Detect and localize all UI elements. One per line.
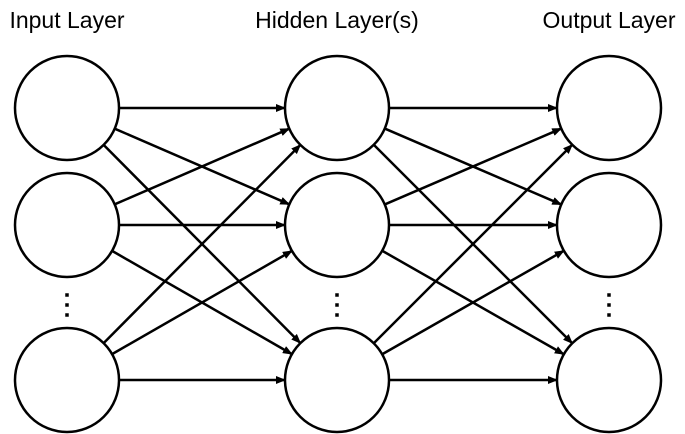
ellipsis-dot — [335, 313, 339, 317]
output-layer-node-1 — [555, 171, 663, 279]
hidden-layer-ellipsis — [335, 293, 339, 317]
input-layer-ellipsis — [65, 293, 69, 317]
ellipsis-dot — [607, 303, 611, 307]
nodes — [13, 54, 663, 434]
ellipsis-dot — [607, 293, 611, 297]
ellipsis-dot — [335, 303, 339, 307]
connections — [102, 104, 574, 384]
input-layer-label: Input Layer — [9, 7, 124, 33]
output-layer-label: Output Layer — [543, 7, 676, 33]
hidden-layer-label: Hidden Layer(s) — [255, 7, 419, 33]
output-layer-node-3 — [555, 326, 663, 434]
output-layer-ellipsis — [607, 293, 611, 317]
hidden-layer-node-1 — [283, 171, 391, 279]
output-layer-node-0 — [555, 54, 663, 162]
ellipsis-dot — [607, 313, 611, 317]
connection-arrow-input-3-to-hidden-1 — [111, 249, 293, 356]
ellipsis-dot — [65, 293, 69, 297]
hidden-layer-node-0 — [283, 54, 391, 162]
input-layer-node-0 — [13, 54, 121, 162]
input-layer-node-3 — [13, 326, 121, 434]
connection-arrow-input-1-to-hidden-0 — [114, 127, 291, 206]
hidden-layer-node-3 — [283, 326, 391, 434]
ellipsis-dot — [335, 293, 339, 297]
connection-arrow-hidden-1-to-output-0 — [384, 127, 563, 206]
ellipsis-dot — [65, 313, 69, 317]
ellipsis-dot — [65, 303, 69, 307]
connection-arrow-input-3-to-hidden-0 — [102, 144, 302, 344]
input-layer-node-1 — [13, 171, 121, 279]
connection-arrow-hidden-3-to-output-0 — [372, 143, 574, 345]
connection-arrow-hidden-3-to-output-1 — [381, 249, 565, 356]
